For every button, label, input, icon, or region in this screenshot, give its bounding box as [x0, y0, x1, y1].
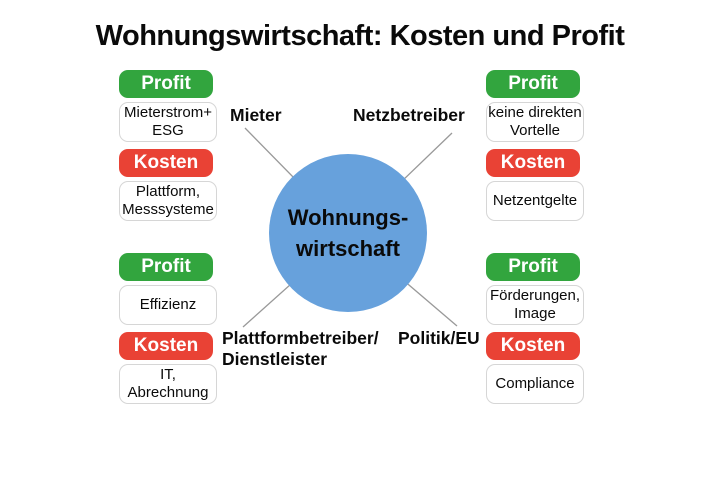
kosten-value-box: Netzentgelte	[486, 181, 584, 221]
profit-badge: Profit	[486, 253, 580, 281]
page-title: Wohnungswirtschaft: Kosten und Profit	[95, 20, 625, 52]
quadrant-plattformbetreiber: Profit Effizienz Kosten IT, Abrechnung	[119, 253, 217, 411]
quadrant-politik: Profit Förderungen, Image Kosten Complia…	[486, 253, 584, 411]
stakeholder-label-netzbetreiber: Netzbetreiber	[353, 105, 465, 125]
kosten-value-box: Plattform, Messsysteme	[119, 181, 217, 221]
quadrant-mieter: Profit Mieterstrom+ ESG Kosten Plattform…	[119, 70, 217, 228]
profit-badge: Profit	[486, 70, 580, 98]
quadrant-netzbetreiber: Profit keine direkten Vortelle Kosten Ne…	[486, 70, 584, 228]
stakeholder-label-politik: Politik/EU	[398, 328, 480, 348]
center-node-circle	[269, 154, 427, 312]
kosten-value-box: Compliance	[486, 364, 584, 404]
kosten-badge: Kosten	[486, 332, 580, 360]
profit-badge: Profit	[119, 70, 213, 98]
profit-value-box: keine direkten Vortelle	[486, 102, 584, 142]
kosten-badge: Kosten	[486, 149, 580, 177]
center-node-label: Wohnungs- wirtschaft	[287, 205, 409, 261]
profit-badge: Profit	[119, 253, 213, 281]
profit-value-box: Effizienz	[119, 285, 217, 325]
kosten-value-box: IT, Abrechnung	[119, 364, 217, 404]
profit-value-box: Mieterstrom+ ESG	[119, 102, 217, 142]
profit-value-box: Förderungen, Image	[486, 285, 584, 325]
stakeholder-label-plattformbetreiber: Plattformbetreiber/ Dienstleister	[222, 328, 379, 369]
stakeholder-label-mieter: Mieter	[230, 105, 282, 125]
kosten-badge: Kosten	[119, 149, 213, 177]
kosten-badge: Kosten	[119, 332, 213, 360]
